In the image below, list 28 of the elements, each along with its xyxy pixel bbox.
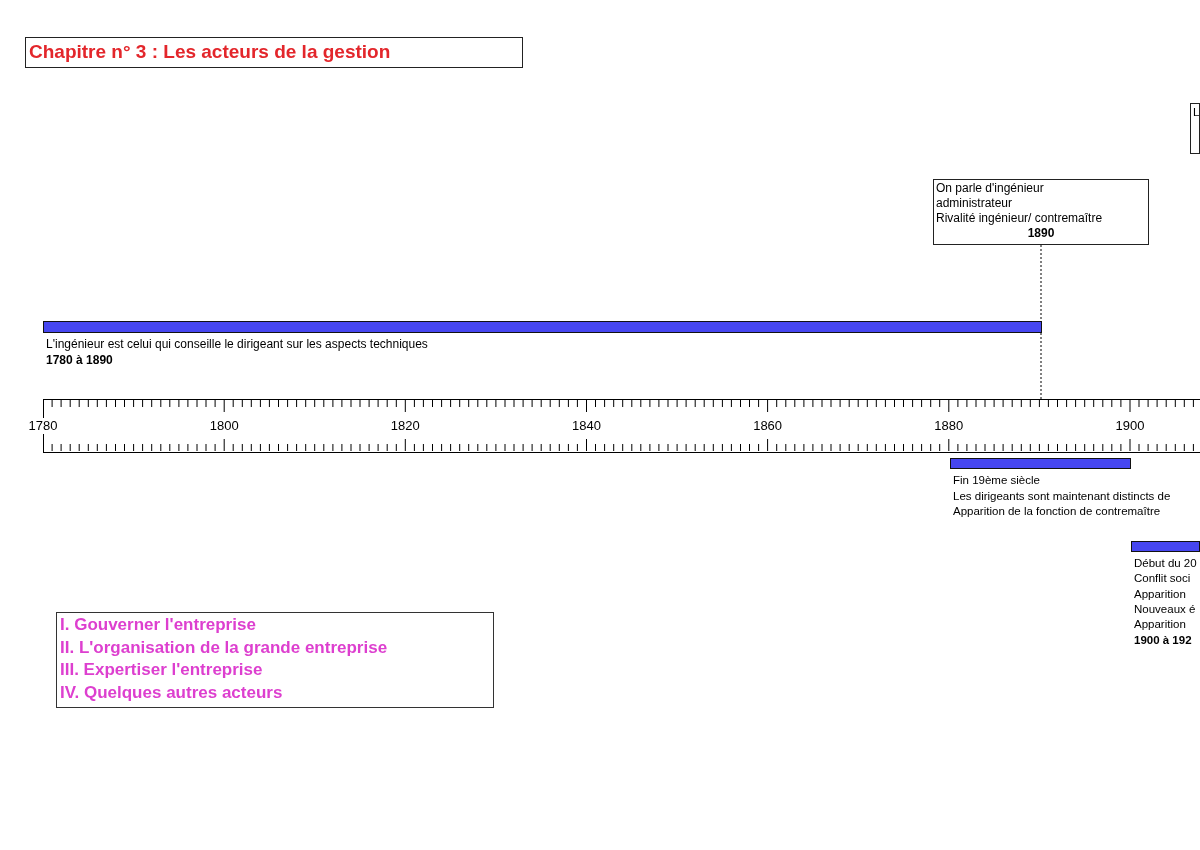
event-year: 1890 — [1026, 226, 1056, 241]
chapter-title: Chapitre n° 3 : Les acteurs de la gestion — [25, 37, 523, 68]
timeline-bar — [43, 321, 1042, 333]
year-label: 1780 — [28, 418, 58, 434]
event-text: Rivalité ingénieur/ contremaître — [936, 211, 1104, 226]
timeline-bar — [950, 458, 1131, 469]
event-caption: L'ingénieur est celui qui conseille le dirigeant sur les aspects techniques — [46, 336, 428, 352]
timeline-bar — [1131, 541, 1200, 552]
outline-item: II. L'organisation de la grande entreprise — [60, 636, 389, 659]
date-range: 1780 à 1890 — [46, 352, 113, 368]
event-text: On parle d'ingénieur administrateur — [936, 181, 1045, 211]
date-range: 1900 à 192 — [1134, 632, 1192, 648]
event-text: L — [1193, 105, 1197, 120]
outline-box — [56, 612, 494, 708]
event-caption: Nouveaux é — [1134, 601, 1196, 617]
event-box — [933, 179, 1149, 245]
event-caption: Fin 19ème siècle — [953, 473, 1040, 488]
outline-item: IV. Quelques autres acteurs — [60, 681, 284, 704]
leader-line — [1040, 244, 1042, 400]
event-caption: Conflit soci — [1134, 571, 1191, 587]
outline-item: I. Gouverner l'entreprise — [60, 614, 257, 636]
event-caption: Apparition — [1134, 617, 1186, 633]
event-caption: Les dirigeants sont maintenant distincts de — [953, 488, 1171, 504]
event-caption: Début du 20 — [1134, 556, 1197, 571]
event-caption: Apparition de la fonction de contremaître — [953, 504, 1161, 519]
event-box — [1190, 103, 1200, 154]
event-caption: Apparition — [1134, 586, 1186, 602]
outline-item: III. Expertiser l'entreprise — [60, 659, 264, 681]
